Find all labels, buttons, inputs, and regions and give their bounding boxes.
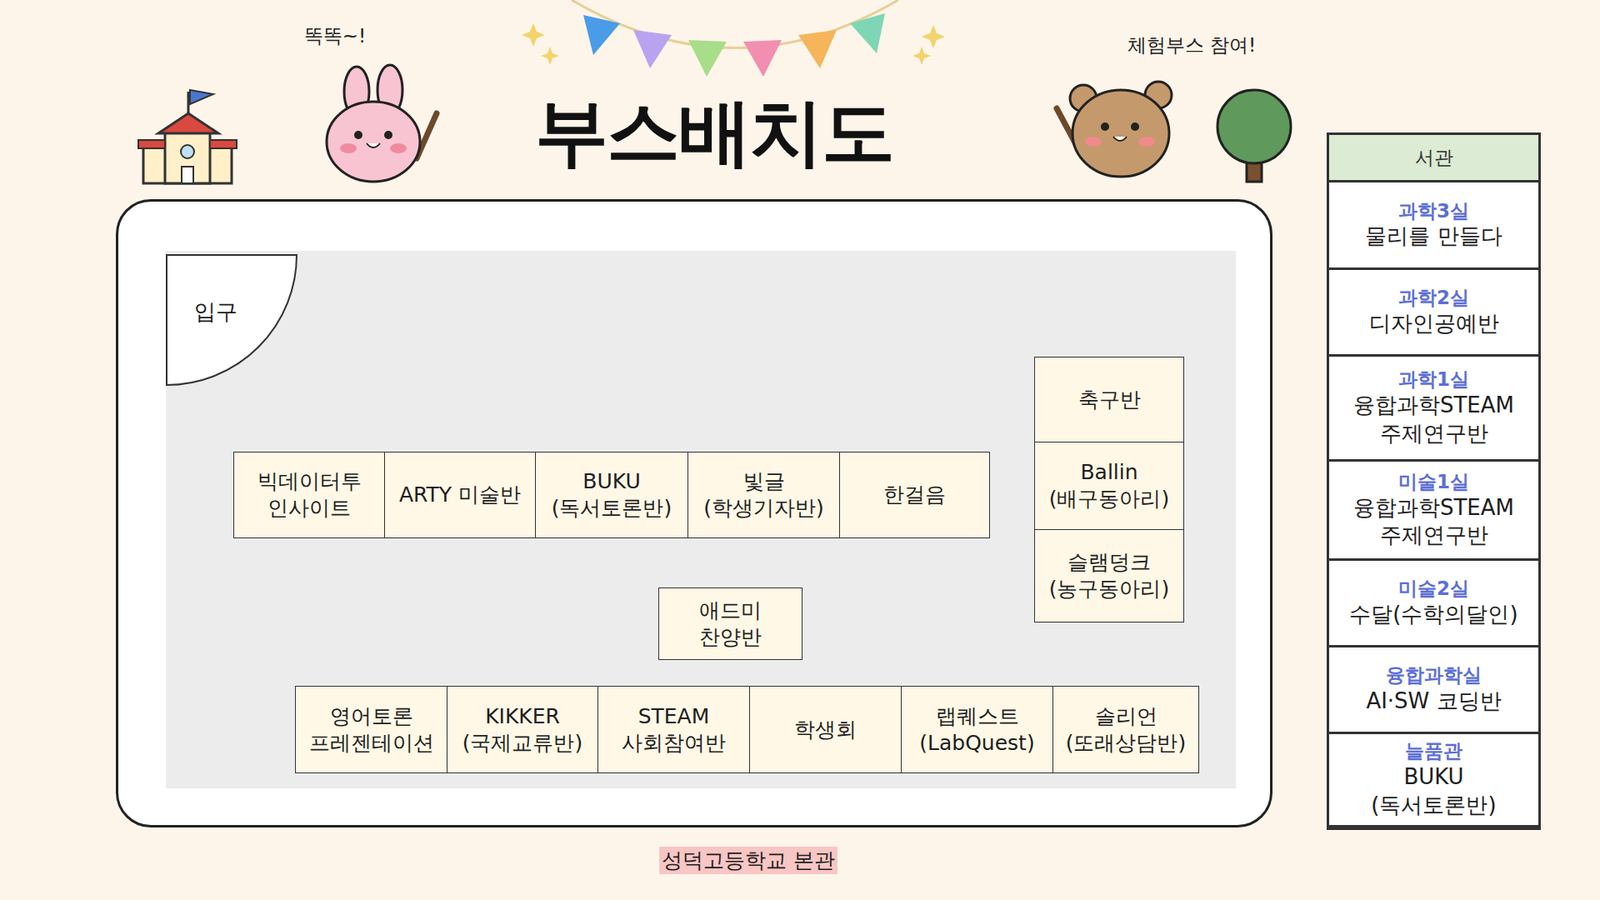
booth-name: BUKU (독서토론반): [1344, 763, 1524, 820]
bunting-string: [571, 0, 899, 49]
building-outline: 성덕고등학교 본관입구빅데이터투 인사이트ARTY 미술반BUKU (독서토론반…: [115, 199, 1273, 828]
bear-illustration: [1056, 81, 1172, 177]
booth-box: Ballin (배구동아리): [1034, 441, 1185, 530]
building-panel: 서관과학3실물리를 만들다과학2실디자인공예반과학1실융합과학STEAM 주제연…: [1326, 132, 1541, 830]
entrance-label: 입구: [194, 297, 238, 327]
entrance-area: 입구: [165, 254, 298, 386]
room-box: 미술1실융합과학STEAM 주제연구반: [1329, 461, 1539, 561]
booth-name: 솔리언 (또래상담반): [1060, 703, 1192, 757]
school-icon: [138, 90, 237, 184]
booth-name: 융합과학STEAM 주제연구반: [1344, 494, 1524, 551]
room-name: 과학3실: [1398, 199, 1470, 224]
room-name: 과학1실: [1398, 367, 1470, 392]
booth-box: 한걸음: [839, 451, 990, 539]
entrance-outline: [166, 255, 297, 385]
room-name: 융합과학실: [1385, 663, 1482, 688]
room-box: 늘품관BUKU (독서토론반): [1329, 734, 1539, 828]
room-box: 미술2실수달(수학의달인): [1329, 560, 1539, 648]
room-name: 늘품관: [1405, 739, 1463, 764]
panel-heading: 서관: [1329, 135, 1539, 183]
booth-box: BUKU (독서토론반): [535, 451, 689, 539]
booth-box: 빛글 (학생기자반): [687, 451, 840, 539]
room-box: 과학3실물리를 만들다: [1329, 182, 1539, 270]
booth-name: 한걸음: [846, 481, 983, 509]
building-name: 성덕고등학교 본관: [659, 846, 838, 875]
booth-name: KIKKER (국제교류반): [454, 703, 591, 757]
booth-name: 물리를 만들다: [1365, 222, 1502, 251]
sparkles: [521, 23, 945, 65]
room-name: 미술2실: [1398, 576, 1470, 601]
booth-name: 축구반: [1041, 386, 1177, 414]
booth-box: 학생회: [749, 685, 902, 774]
booth-name: AI·SW 코딩반: [1365, 687, 1501, 716]
booth-name: Ballin (배구동아리): [1041, 459, 1177, 513]
booth-box: 랩퀘스트 (LabQuest): [900, 685, 1054, 774]
page-title: 부스배치도: [535, 83, 894, 183]
room-box: 융합과학실AI·SW 코딩반: [1329, 647, 1539, 735]
booth-box: STEAM 사회참여반: [597, 685, 750, 774]
booth-name: BUKU (독서토론반): [542, 468, 681, 522]
bunny-illustration: [326, 65, 437, 182]
booth-name: 슬램덩크 (농구동아리): [1041, 549, 1177, 603]
bunting-flags: [583, 13, 885, 77]
booth-box: ARTY 미술반: [384, 451, 536, 539]
booth-box: 애드미 찬양반: [658, 587, 803, 660]
booth-name: 수달(수학의달인): [1349, 600, 1518, 630]
booth-name: 빅데이터투 인사이트: [240, 468, 378, 522]
speech-label: 체험부스 참여!: [1127, 32, 1257, 59]
booth-box: 솔리언 (또래상담반): [1052, 685, 1200, 774]
room-box: 과학2실디자인공예반: [1329, 270, 1539, 357]
tree-illustration: [1217, 90, 1291, 182]
booth-box: KIKKER (국제교류반): [446, 685, 599, 774]
booth-name: 융합과학STEAM 주제연구반: [1344, 391, 1524, 449]
booth-name: 학생회: [756, 716, 895, 744]
booth-box: 슬램덩크 (농구동아리): [1034, 529, 1185, 623]
room-box: 과학1실융합과학STEAM 주제연구반: [1329, 356, 1539, 462]
booth-name: 빛글 (학생기자반): [695, 468, 833, 522]
booth-name: ARTY 미술반: [391, 481, 529, 509]
booth-box: 빅데이터투 인사이트: [233, 451, 385, 539]
speech-label: 똑똑~!: [304, 23, 367, 50]
booth-name: 디자인공예반: [1369, 310, 1500, 339]
booth-box: 축구반: [1034, 356, 1185, 443]
booth-name: 애드미 찬양반: [672, 597, 789, 651]
booth-name: STEAM 사회참여반: [605, 703, 743, 757]
room-name: 미술1실: [1398, 470, 1470, 495]
booth-name: 랩퀘스트 (LabQuest): [908, 703, 1046, 757]
booth-box: 영어토론 프레젠테이션: [295, 685, 448, 774]
booth-name: 영어토론 프레젠테이션: [302, 703, 440, 757]
room-name: 과학2실: [1398, 285, 1470, 310]
